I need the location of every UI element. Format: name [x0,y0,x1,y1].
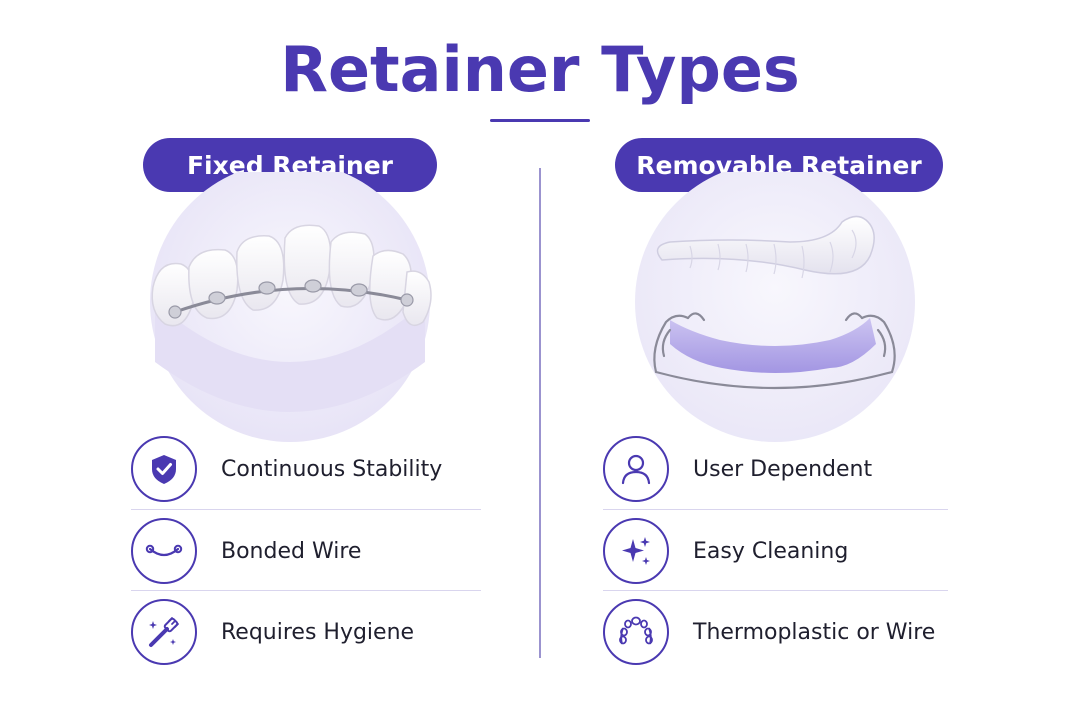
user-icon [603,436,669,502]
feature-label: User Dependent [693,456,873,482]
feature-separator [603,590,948,591]
feature-label: Continuous Stability [221,456,443,482]
fixed-retainer-illustration [145,162,435,442]
feature-continuous-stability: Continuous Stability [131,430,442,508]
feature-label: Requires Hygiene [221,619,415,645]
feature-label: Thermoplastic or Wire [693,619,936,645]
feature-user-dependent: User Dependent [603,430,872,508]
feature-separator [603,509,948,510]
feature-requires-hygiene: Requires Hygiene [131,593,414,671]
wire-icon [131,518,197,584]
shield-check-icon [131,436,197,502]
feature-label: Easy Cleaning [693,538,849,564]
feature-thermoplastic-or-wire: Thermoplastic or Wire [603,593,935,671]
feature-label: Bonded Wire [221,538,362,564]
page-title: Retainer Types [280,33,800,106]
removable-retainer-illustration [630,162,920,442]
dental-arch-icon [603,599,669,665]
feature-separator [131,590,481,591]
feature-separator [131,509,481,510]
feature-easy-cleaning: Easy Cleaning [603,512,848,590]
column-divider [539,168,541,658]
toothbrush-icon [131,599,197,665]
title-underline [490,119,590,122]
feature-bonded-wire: Bonded Wire [131,512,361,590]
sparkle-icon [603,518,669,584]
